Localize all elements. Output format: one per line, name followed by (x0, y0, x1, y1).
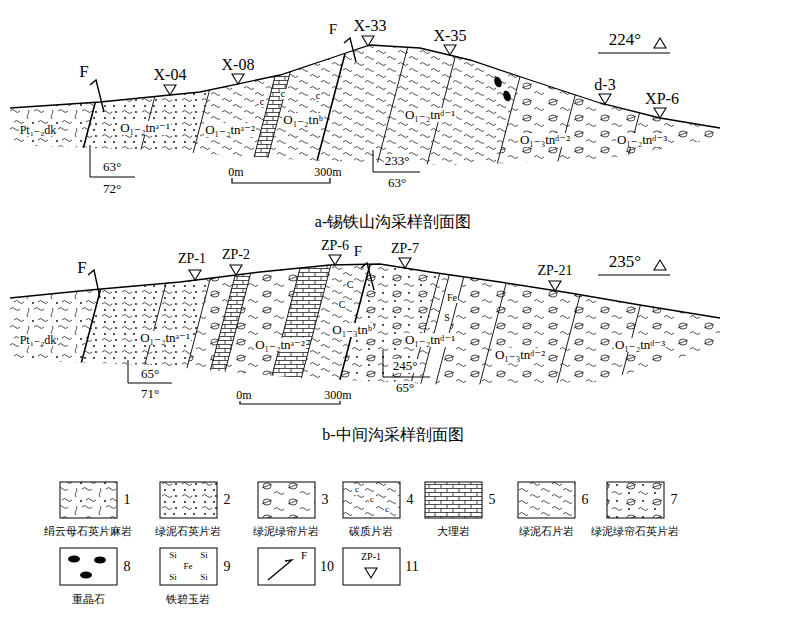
legend-number: 6 (581, 493, 590, 508)
sample-label: d-3 (593, 77, 616, 94)
rock-symbol: Fe (183, 562, 194, 571)
rock-symbol: Si (199, 551, 209, 560)
rock-symbol: Si (168, 573, 178, 582)
rock-symbol: c (384, 505, 390, 514)
sample-label: X-33 (353, 18, 388, 35)
legend-number: 7 (670, 493, 679, 508)
profile-a-strata (0, 0, 787, 230)
legend-number: 10 (319, 560, 335, 575)
rock-symbol: c (280, 89, 286, 100)
sample-label: XP-6 (644, 91, 680, 108)
legend-text: 碳质片岩 (348, 526, 394, 538)
unit-label: O₁₋₃tnᵈ⁻² (494, 348, 546, 362)
rock-symbol: C (338, 300, 347, 311)
unit-label: O₁₋₂tnᵈ⁻¹ (404, 333, 456, 347)
legend-number: 8 (123, 560, 132, 575)
rock-symbol: C (346, 280, 355, 291)
dip-label: 65° (395, 381, 415, 395)
legend-number: 5 (488, 493, 497, 508)
scale-label: 0m (227, 166, 244, 179)
rock-symbol: c (259, 97, 265, 108)
dip-label: 63° (102, 160, 122, 174)
sample-label: X-04 (153, 67, 188, 84)
azimuth-label: 224° (608, 31, 642, 49)
unit-label: Pt₁₋₂dk (19, 124, 58, 137)
unit-label: O₁₋₂tnᵃ⁻¹ (119, 121, 171, 135)
rock-symbol: c (315, 91, 321, 102)
dip-label: 233° (384, 154, 411, 168)
unit-label: O₁₋₂tnᵈ⁻³ (616, 133, 668, 147)
legend-number: 1 (123, 493, 132, 508)
legend-number: 9 (223, 560, 232, 575)
unit-label: O₁₋₃tnᵇ (331, 323, 372, 337)
legend-number: 4 (406, 493, 415, 508)
unit-label: O₁₋₂tnᵃ⁻² (254, 338, 306, 352)
fault-label: F (300, 550, 308, 562)
legend-number: 3 (321, 493, 330, 508)
unit-label: O₁₋₂tnᵈ⁻¹ (404, 108, 456, 122)
caption: b-中间沟采样剖面图 (321, 427, 464, 444)
sample-label: ZP-6 (320, 239, 350, 254)
legend-text: 重晶石 (71, 594, 106, 606)
legend-text: 绿泥石英片岩 (154, 526, 222, 538)
scale-label: 300m (313, 166, 342, 179)
sample-label: X-08 (221, 57, 256, 74)
dip-label: 72° (102, 182, 122, 196)
unit-label: O₁₋₂tnᵃ⁻¹ (139, 331, 191, 345)
rock-symbol: Si (168, 551, 178, 560)
sample-label: ZP-1 (177, 252, 207, 267)
dip-label: 71° (140, 387, 160, 401)
sample-label: ZP-7 (390, 242, 420, 257)
legend-number: 11 (404, 560, 419, 575)
dip-label: 245° (392, 359, 419, 373)
dip-label: 65° (140, 367, 160, 381)
sample-label: ZP-21 (537, 264, 574, 279)
legend-text: 绢云母石英片麻岩 (43, 526, 133, 538)
rock-symbol: c (369, 495, 375, 504)
caption: a-锡铁山沟采样剖面图 (314, 214, 472, 231)
rock-symbol: S (443, 313, 451, 324)
profile-b-strata (0, 230, 787, 460)
unit-label: O₁₋₂tnᵈ⁻³ (614, 338, 666, 352)
azimuth-label: 235° (608, 253, 642, 271)
legend-number: 2 (223, 493, 232, 508)
rock-symbol: c (354, 485, 360, 494)
scale-label: 0m (235, 389, 252, 402)
legend-text: 大理岩 (436, 526, 471, 538)
dip-label: 63° (387, 176, 407, 190)
legend-swatches (60, 482, 664, 585)
rock-symbol: Fe (446, 293, 458, 304)
scale-label: 300m (323, 389, 352, 402)
legend-text: 绿泥绿帘石英片岩 (590, 526, 680, 538)
fault-label: F (76, 259, 87, 277)
fault-label: F (78, 63, 89, 81)
rock-symbol: Si (199, 573, 209, 582)
fault-label: F (328, 22, 338, 38)
unit-label: O₁₋₃tnᵈ⁻² (519, 133, 571, 147)
fault-label: F (353, 244, 363, 260)
legend-text: 绿泥石片岩 (518, 526, 575, 538)
unit-label: O₁₋₂tnᵃ⁻² (204, 123, 256, 137)
sample-label: X-35 (433, 28, 468, 45)
unit-label: O₁₋₂tnᵇ (282, 113, 323, 127)
sample-label: ZP-2 (221, 248, 251, 263)
unit-label: Pt₁₋₂dk (19, 334, 58, 347)
legend-text: 绿泥绿帘片岩 (252, 526, 320, 538)
sample-label: ZP-1 (360, 552, 382, 563)
legend-text: 铁碧玉岩 (165, 594, 211, 606)
